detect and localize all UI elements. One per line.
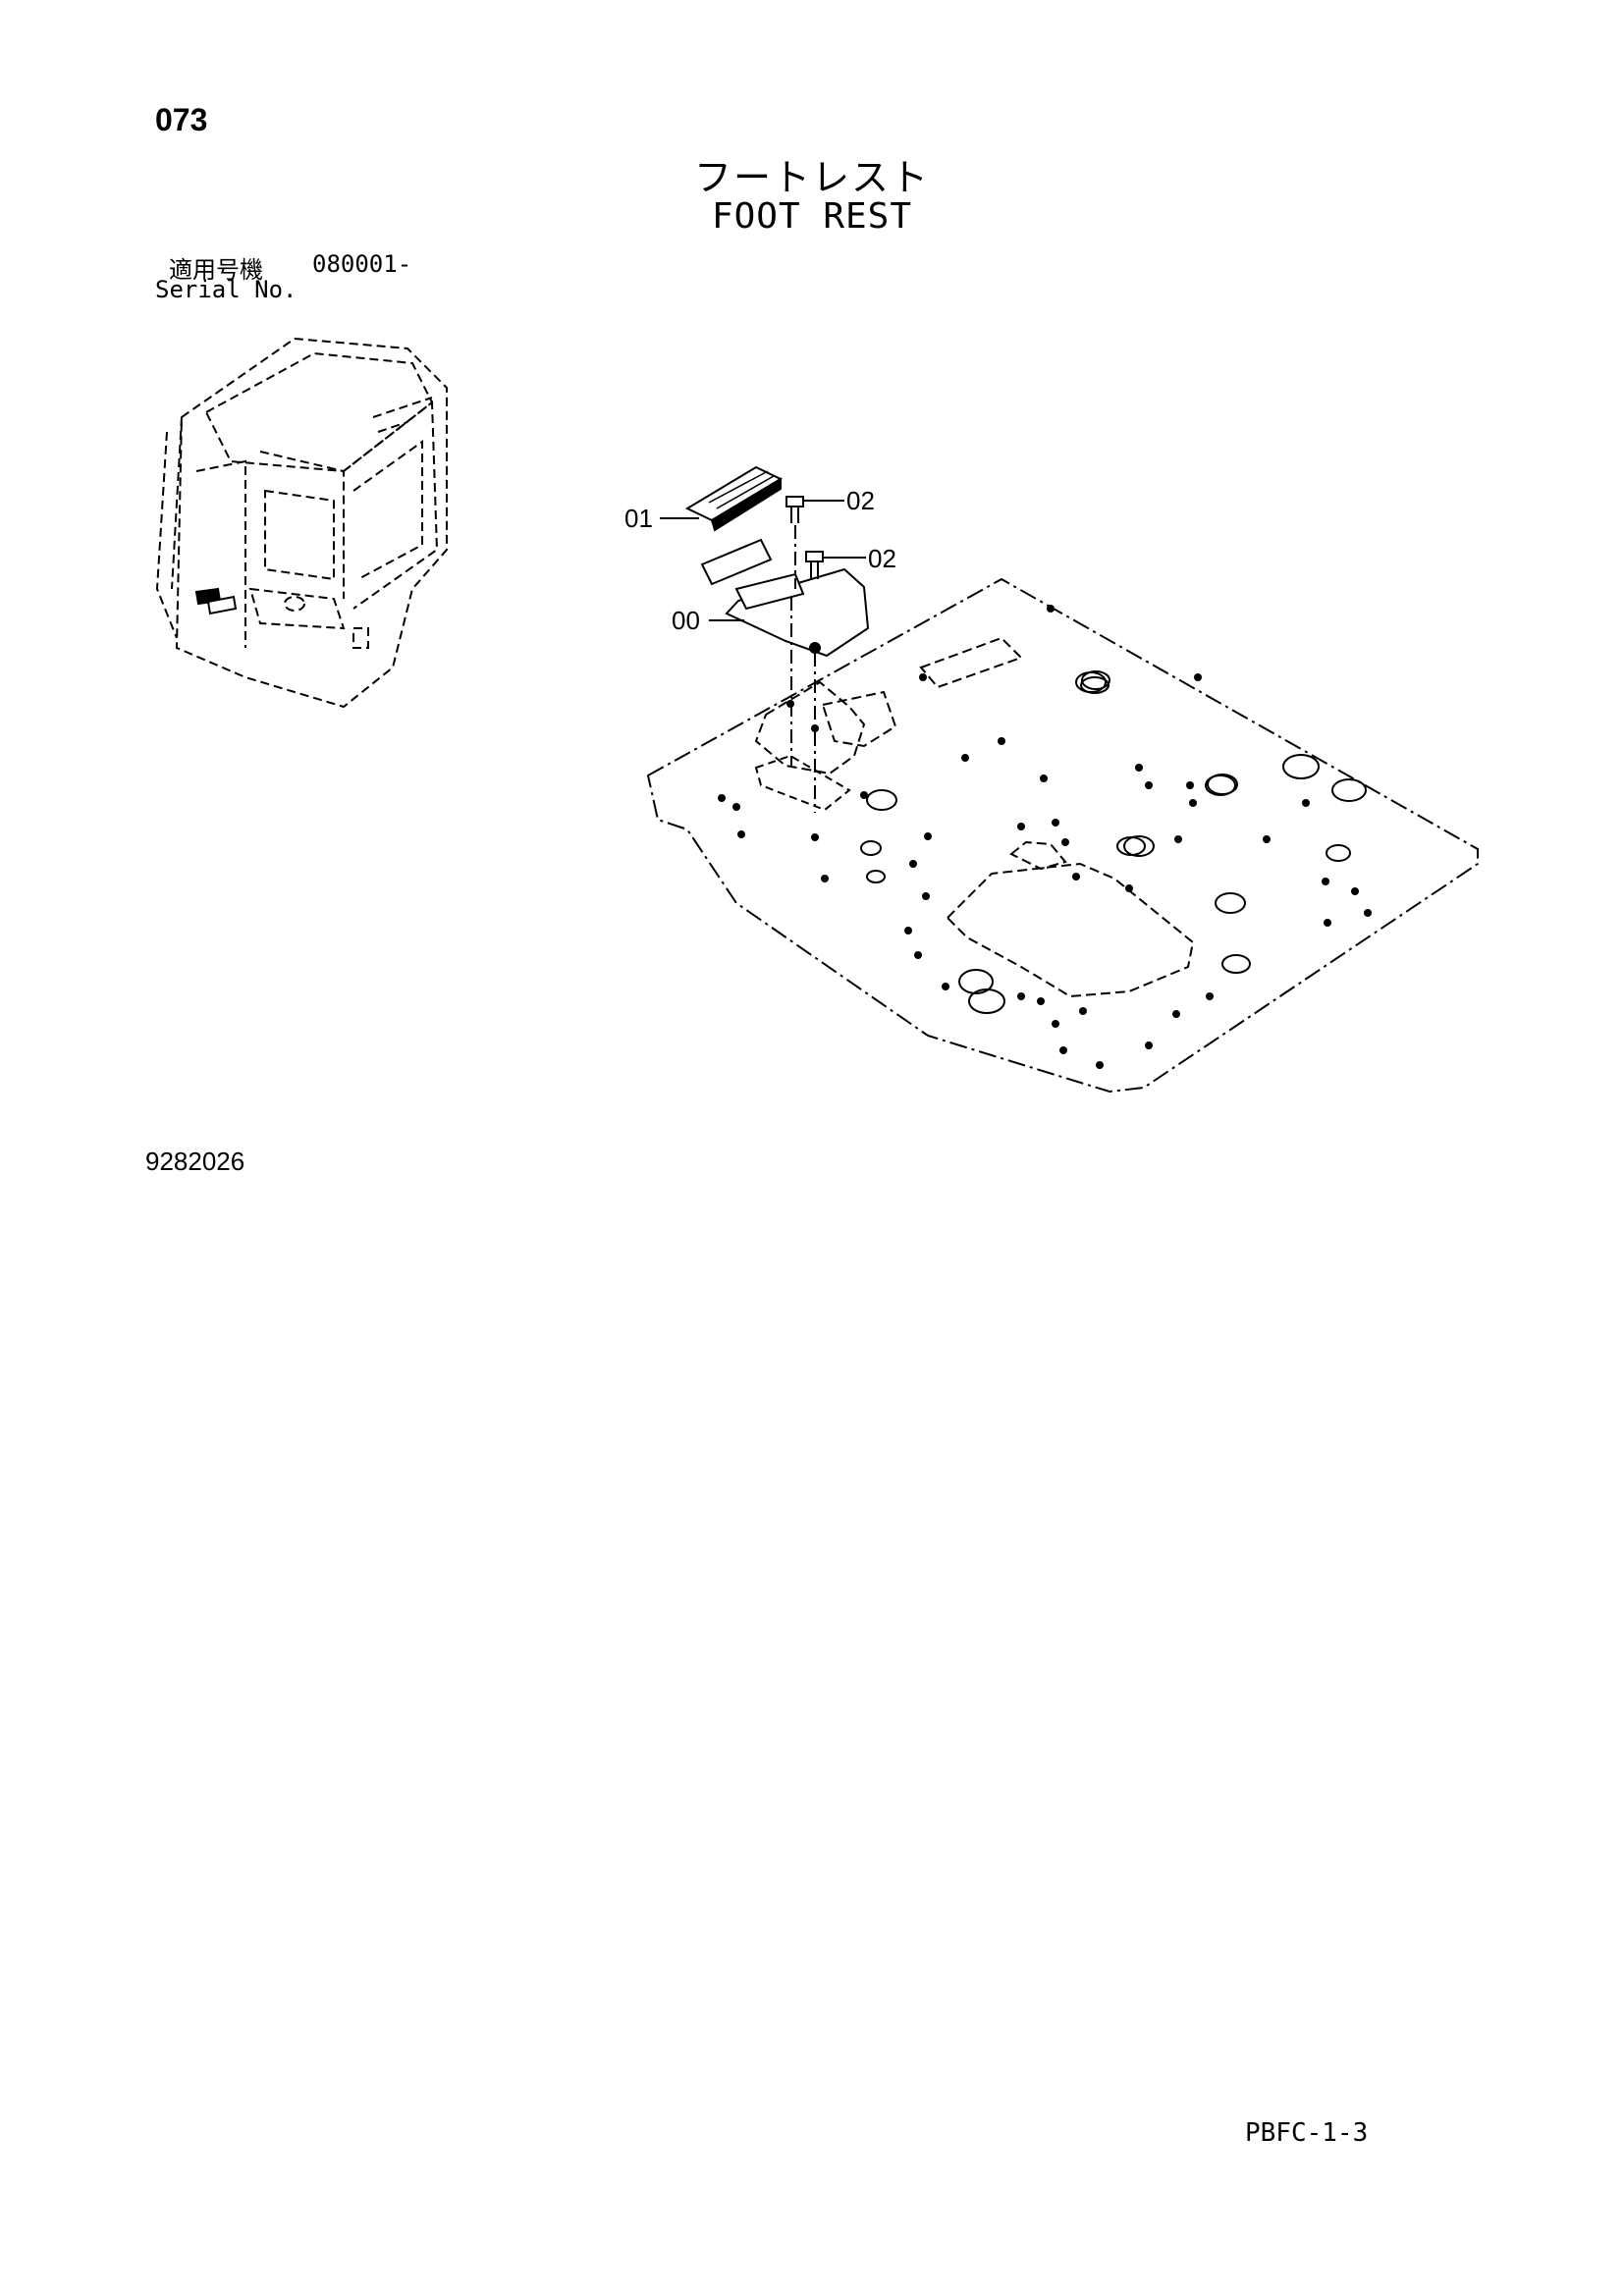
page-title-japanese: フートレスト [693, 156, 930, 199]
cab-locator-view [155, 337, 448, 709]
foot-rest-assembly [684, 465, 870, 658]
page-number: 073 [155, 102, 208, 137]
serial-label: Serial No. [155, 276, 298, 303]
callout-part-01: 01 [624, 504, 653, 533]
page-code: PBFC-1-3 [1245, 2118, 1369, 2148]
bolt-head-top [785, 496, 804, 507]
foot-rest-arm [734, 572, 805, 611]
serial-number-value: 080001- [312, 250, 412, 278]
floor-plate-bolt-holes [718, 605, 1372, 1069]
bracket-hole [809, 642, 821, 654]
callout-leaders [660, 500, 866, 621]
bolt-head-bottom [805, 551, 824, 562]
foot-rest-bracket [725, 567, 870, 658]
drawing-number: 9282026 [145, 1147, 245, 1176]
callout-part-02-bottom: 02 [868, 544, 896, 573]
assembly-center-lines [790, 525, 816, 813]
foot-rest-arm-upper [700, 538, 773, 586]
floor-mount-detail [754, 754, 851, 812]
callout-part-02-top: 02 [846, 486, 875, 515]
callout-part-00: 00 [672, 606, 700, 635]
foot-rest-locator-mark [194, 587, 238, 615]
page-title: FOOT REST [711, 196, 913, 237]
serial-label-japanese: 適用号機 [169, 256, 263, 284]
floor-plate [646, 577, 1479, 1094]
